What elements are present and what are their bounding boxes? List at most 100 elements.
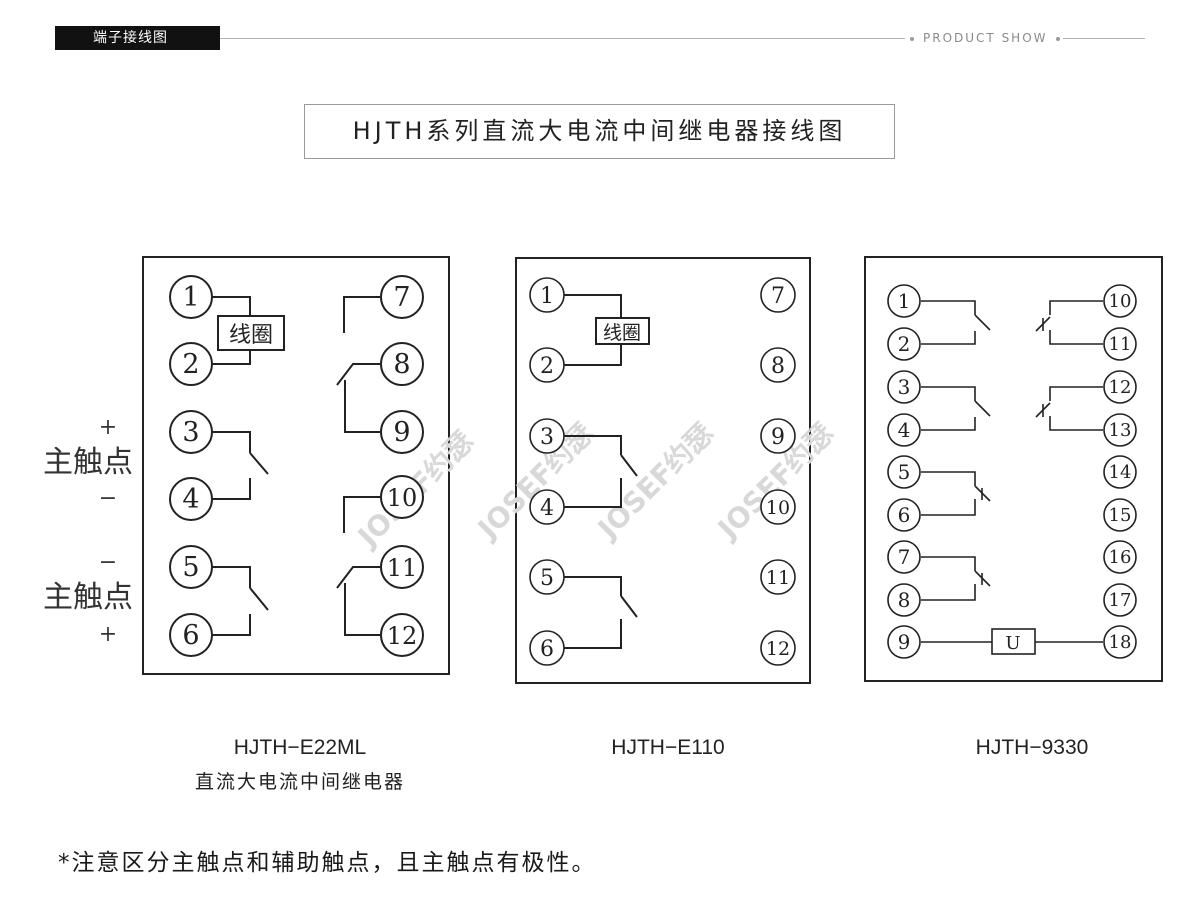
section-tag: 端子接线图: [55, 26, 220, 50]
p3-terminal-8: [887, 583, 921, 617]
p1-terminal-2: [169, 342, 213, 386]
coil-box-2: [595, 317, 650, 345]
header-dot-left: [910, 37, 914, 41]
p1-terminal-10: [380, 475, 424, 519]
p2-terminal-5: [529, 559, 565, 595]
p3-terminal-13: [1103, 413, 1137, 447]
p2-terminal-label: 9: [771, 425, 785, 450]
p1-terminal-label: 3: [182, 417, 199, 448]
p3-terminal-label: 4: [898, 418, 911, 442]
p2-terminal-1: [529, 277, 565, 313]
model-name-1: HJTH−E22ML: [233, 736, 367, 759]
p2-terminal-label: 12: [766, 638, 790, 660]
p3-terminal-label: 14: [1109, 462, 1132, 483]
p2-terminal-11: [760, 559, 796, 595]
p1-terminal-label: 9: [393, 417, 410, 448]
p2-terminal-6: [529, 630, 565, 666]
p3-terminal-18: [1103, 625, 1137, 659]
p3-terminal-label: 15: [1109, 505, 1132, 526]
panel-3-frame: [864, 256, 1163, 682]
p1-terminal-4: [169, 477, 213, 521]
p3-terminal-label: 1: [898, 289, 911, 313]
p3-terminal-15: [1103, 498, 1137, 532]
p3-terminal-9: [887, 625, 921, 659]
lower-plus-sign: +: [99, 622, 117, 647]
upper-plus-sign: +: [99, 415, 117, 440]
p2-terminal-label: 3: [540, 425, 554, 450]
coil-box-3: [991, 628, 1036, 655]
p1-terminal-11: [380, 545, 424, 589]
p3-terminal-label: 8: [898, 588, 911, 612]
p1-terminal-label: 12: [387, 622, 418, 650]
model-subtitle-1: 直流大电流中间继电器: [194, 771, 405, 793]
p3-coil-label: U: [1005, 633, 1020, 654]
p2-terminal-label: 1: [540, 284, 554, 309]
p3-terminal-1: [887, 284, 921, 318]
upper-main-contact-label: 主触点: [43, 445, 133, 480]
p2-terminal-2: [529, 347, 565, 383]
p2-terminal-label: 6: [540, 637, 554, 662]
p3-terminal-label: 17: [1109, 590, 1132, 611]
p1-terminal-label: 6: [182, 620, 199, 651]
p3-terminal-label: 18: [1109, 632, 1132, 653]
p2-terminal-label: 4: [540, 496, 554, 521]
p2-terminal-7: [760, 277, 796, 313]
p2-terminal-10: [760, 489, 796, 525]
p3-terminal-label: 12: [1109, 377, 1132, 398]
model-name-2: HJTH−E110: [611, 736, 725, 759]
p3-terminal-label: 3: [898, 375, 911, 399]
p1-terminal-label: 7: [393, 282, 410, 313]
p1-terminal-label: 10: [387, 484, 418, 512]
p1-terminal-label: 11: [387, 554, 418, 582]
lower-main-contact-label: 主触点: [43, 580, 133, 615]
p2-terminal-9: [760, 418, 796, 454]
p3-terminal-14: [1103, 455, 1137, 489]
p3-terminal-3: [887, 370, 921, 404]
p3-terminal-7: [887, 540, 921, 574]
lower-minus-sign: −: [99, 550, 117, 575]
p1-terminal-label: 8: [393, 349, 410, 380]
coil-box-1: [217, 315, 285, 351]
header-dot-right: [1056, 37, 1060, 41]
p1-terminal-6: [169, 613, 213, 657]
p2-terminal-label: 7: [771, 284, 785, 309]
p2-terminal-label: 5: [540, 566, 554, 591]
p2-terminal-12: [760, 630, 796, 666]
p2-coil-label: 线圈: [603, 322, 641, 344]
p3-terminal-6: [887, 498, 921, 532]
p1-terminal-5: [169, 545, 213, 589]
p1-terminal-3: [169, 410, 213, 454]
p2-terminal-label: 10: [766, 497, 790, 519]
p1-terminal-8: [380, 342, 424, 386]
p3-terminal-2: [887, 327, 921, 361]
panel-1-frame: [142, 256, 450, 675]
page-title: HJTH系列直流大电流中间继电器接线图: [304, 104, 895, 159]
p3-terminal-label: 2: [898, 332, 911, 356]
p3-terminal-label: 16: [1109, 547, 1132, 568]
polarity-footnote: *注意区分主触点和辅助触点，且主触点有极性。: [58, 850, 597, 876]
header-rule-left: [220, 38, 905, 39]
p3-terminal-11: [1103, 327, 1137, 361]
p3-terminal-label: 5: [898, 460, 911, 484]
p2-terminal-label: 11: [766, 567, 790, 589]
p1-coil-label: 线圈: [229, 323, 273, 348]
p1-terminal-label: 2: [182, 349, 199, 380]
p3-terminal-label: 11: [1109, 334, 1132, 355]
p3-terminal-label: 10: [1109, 291, 1132, 312]
p3-terminal-label: 13: [1109, 420, 1132, 441]
p3-terminal-5: [887, 455, 921, 489]
p3-terminal-16: [1103, 540, 1137, 574]
model-name-3: HJTH−9330: [975, 736, 1089, 759]
header-rule-right: [1063, 38, 1145, 39]
p1-terminal-9: [380, 410, 424, 454]
p1-terminal-label: 1: [182, 282, 199, 313]
p3-terminal-label: 6: [898, 503, 911, 527]
p1-terminal-label: 4: [182, 484, 199, 515]
p3-terminal-12: [1103, 370, 1137, 404]
p3-terminal-4: [887, 413, 921, 447]
p1-terminal-label: 5: [182, 552, 199, 583]
panel-2-frame: [515, 257, 811, 684]
p1-terminal-7: [380, 275, 424, 319]
p3-terminal-label: 7: [898, 545, 911, 569]
